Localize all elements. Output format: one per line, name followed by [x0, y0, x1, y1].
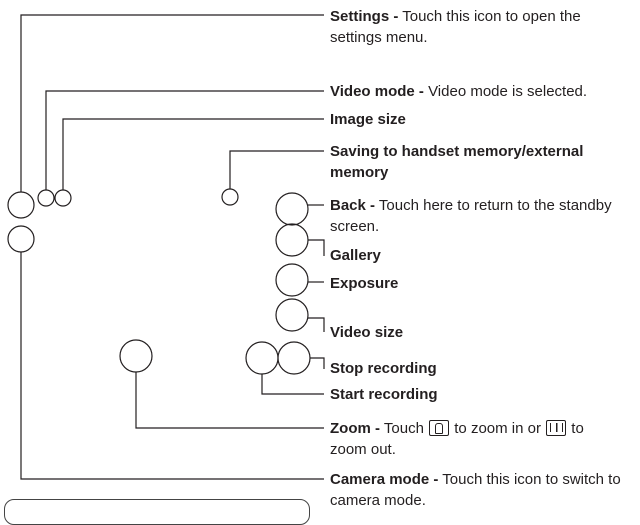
stop-recording-marker — [277, 341, 311, 375]
zoom-marker — [119, 339, 153, 373]
camera-mode-marker — [7, 225, 35, 253]
settings-label: Settings - Touch this icon to open the s… — [330, 8, 581, 46]
gallery-marker — [275, 223, 309, 257]
back-marker — [275, 192, 309, 226]
saving-leader — [229, 150, 324, 189]
exposure-marker — [275, 263, 309, 297]
zoom-leader — [135, 372, 324, 429]
image-size-label: Image size — [330, 111, 406, 128]
image-size-marker — [54, 189, 72, 207]
note-box — [4, 499, 310, 525]
video-size-marker — [275, 298, 309, 332]
back-label: Back - Touch here to return to the stand… — [330, 197, 612, 235]
start-recording-label: Start recording — [330, 386, 438, 403]
gallery-leader — [308, 239, 325, 256]
settings-leader — [20, 14, 324, 192]
settings-marker — [7, 191, 35, 219]
camera-mode-label: Camera mode - Touch this icon to switch … — [330, 471, 621, 509]
camera-mode-leader — [20, 252, 324, 480]
video-mode-label: Video mode - Video mode is selected. — [330, 83, 588, 100]
start-recording-marker — [245, 341, 279, 375]
video-size-leader — [308, 317, 325, 332]
stop-recording-leader — [310, 357, 325, 369]
video-mode-marker — [37, 189, 55, 207]
saving-label: Saving to handset memory/external memory — [330, 143, 584, 181]
gallery-label: Gallery — [330, 247, 381, 264]
saving-marker — [221, 188, 239, 206]
zoom-in-icon — [429, 420, 450, 436]
exposure-label: Exposure — [330, 275, 399, 292]
zoom-label: Zoom - Touch to zoom in or to zoom out. — [330, 420, 584, 458]
callout-diagram — [7, 14, 325, 480]
image-size-leader — [62, 118, 324, 190]
stop-recording-label: Stop recording — [330, 360, 437, 377]
start-recording-leader — [261, 374, 324, 395]
video-size-label: Video size — [330, 324, 404, 341]
video-mode-leader — [45, 90, 324, 190]
zoom-out-icon — [546, 420, 567, 436]
